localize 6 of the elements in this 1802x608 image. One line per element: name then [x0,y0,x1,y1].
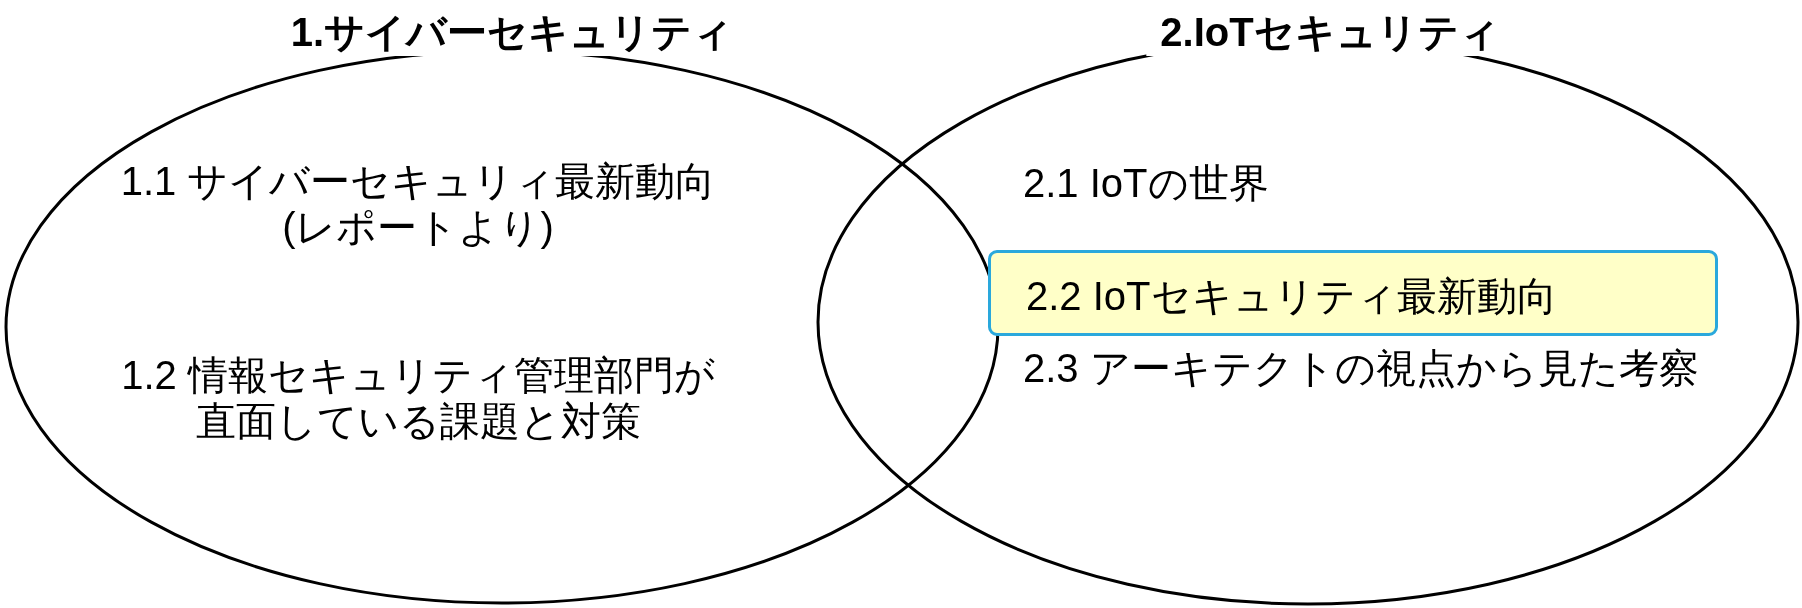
topic-text: 2.3 アーキテクトの視点から見た考察 [1023,345,1699,391]
highlight-box [988,250,1718,336]
topic-text: 2.1 IoTの世界 [1023,160,1269,206]
topic-text: 1.1 サイバーセキュリィ最新動向 (レポートより) [119,158,717,250]
topic-text: 2.2 IoTセキュリティ最新動向 [1026,273,1557,319]
topic-text: 1.2 情報セキュリティ管理部門が直面している課題と対策 [120,352,716,444]
